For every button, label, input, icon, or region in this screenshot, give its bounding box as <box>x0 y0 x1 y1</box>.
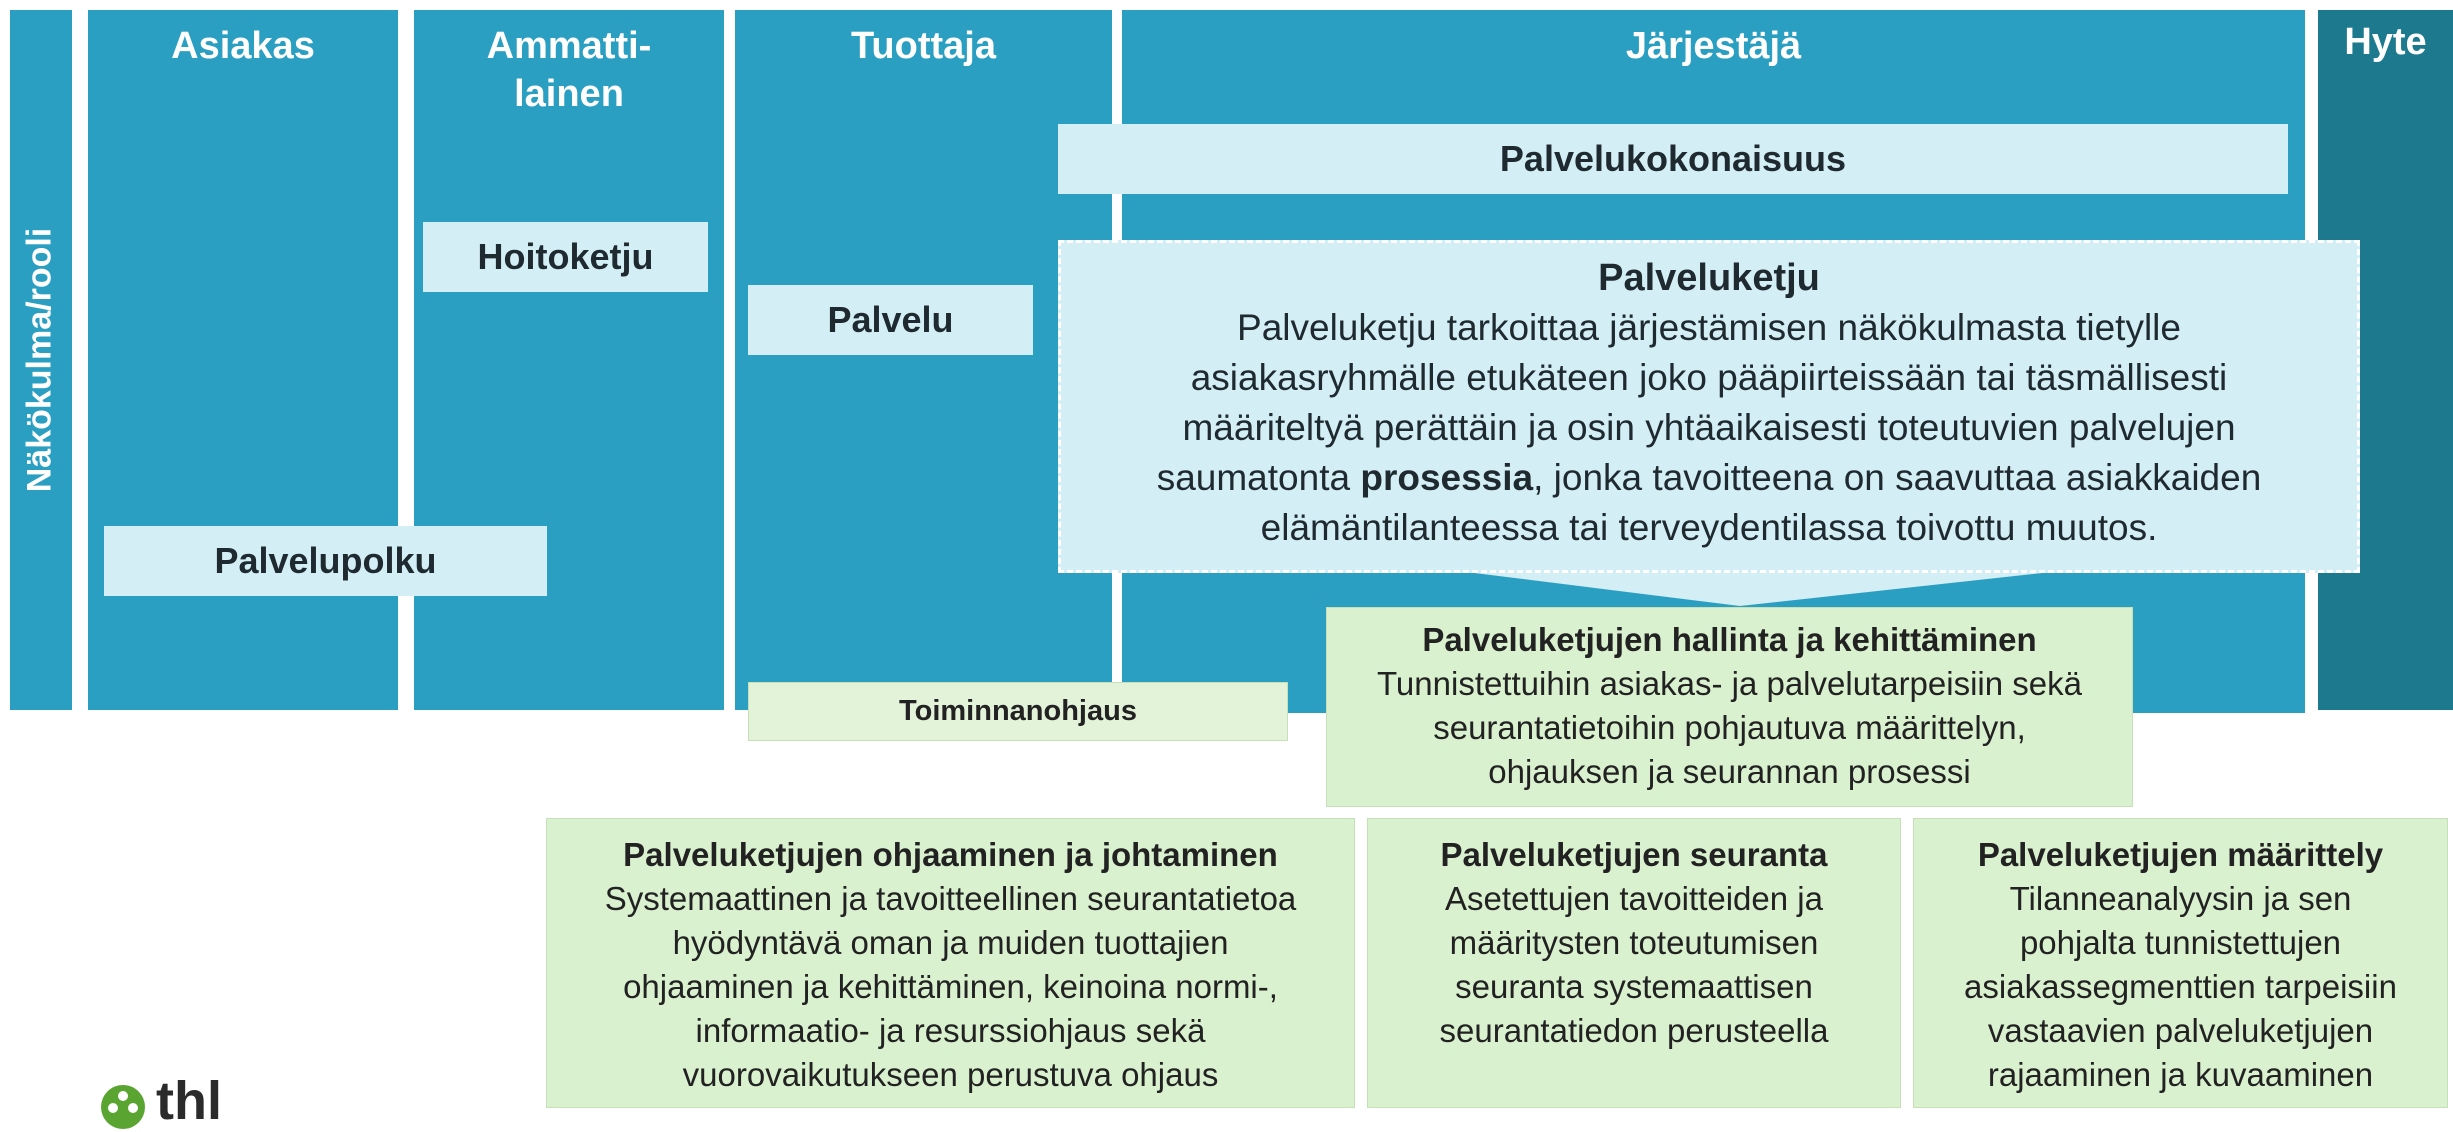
hallinta-line: seurantatietoihin pohjautuva määrittelyn… <box>1433 709 2026 746</box>
definition-line: määriteltyä perättäin ja osin yhtäaikais… <box>1182 407 2236 448</box>
column-ammattilainen-header-line2: lainen <box>514 73 624 115</box>
maarittely-line: rajaaminen ja kuvaaminen <box>1987 1056 2374 1093</box>
thl-logo-mark-icon <box>101 1085 145 1129</box>
maarittely-line: vastaavien palveluketjujen <box>1987 1012 2374 1049</box>
hallinta-line: Tunnistettuihin asiakas- ja palvelutarpe… <box>1377 665 2082 702</box>
thl-logo-text: thl <box>156 1071 222 1131</box>
palveluketju-definition-text: Palveluketju tarkoittaa järjestämisen nä… <box>1061 303 2357 553</box>
definition-emphasis: prosessia <box>1360 457 1534 498</box>
seuranta-line: seuranta systemaattisen <box>1455 968 1813 1005</box>
column-ammattilainen-header-line1: Ammatti- <box>486 25 652 67</box>
palvelu-box: Palvelu <box>748 285 1033 355</box>
hallinta-line: ohjauksen ja seurannan prosessi <box>1488 753 1971 790</box>
hallinta-box: Palveluketjujen hallinta ja kehittäminen… <box>1326 607 2133 807</box>
hallinta-title: Palveluketjujen hallinta ja kehittäminen <box>1422 621 2037 658</box>
ohjaaminen-line: ohjaaminen ja kehittäminen, keinoina nor… <box>623 968 1278 1005</box>
column-hyte-header: Hyte <box>2344 21 2427 63</box>
column-tuottaja: Tuottaja <box>735 10 1112 710</box>
maarittely-line: Tilanneanalyysin ja sen <box>2009 880 2352 917</box>
column-tuottaja-header: Tuottaja <box>851 25 996 67</box>
toiminnanohjaus-box: Toiminnanohjaus <box>748 682 1288 741</box>
maarittely-title: Palveluketjujen määrittely <box>1977 836 2384 873</box>
palveluketju-title: Palveluketju <box>1598 257 1820 299</box>
palvelupolku-label: Palvelupolku <box>214 540 437 581</box>
role-label: Näkökulma/rooli <box>20 227 59 493</box>
seuranta-line: Asetettujen tavoitteiden ja <box>1445 880 1823 917</box>
ohjaaminen-box: Palveluketjujen ohjaaminen ja johtaminen… <box>546 818 1355 1108</box>
palveluketju-definition-box: Palveluketju Palveluketju tarkoittaa jär… <box>1058 240 2360 573</box>
definition-line: Palveluketju tarkoittaa järjestämisen nä… <box>1237 307 2181 348</box>
palvelukokonaisuus-box: Palvelukokonaisuus <box>1058 124 2288 194</box>
column-jarjestaja-header: Järjestäjä <box>1625 25 1802 67</box>
definition-line4-pre: saumatonta <box>1156 457 1361 498</box>
column-asiakas: Asiakas <box>88 10 398 710</box>
seuranta-title: Palveluketjujen seuranta <box>1440 836 1828 873</box>
seuranta-line: seurantatiedon perusteella <box>1439 1012 1829 1049</box>
ohjaaminen-title: Palveluketjujen ohjaaminen ja johtaminen <box>623 836 1278 873</box>
ohjaaminen-line: informaatio- ja resurssiohjaus sekä <box>695 1012 1206 1049</box>
column-ammattilainen-header: Ammatti- lainen <box>414 22 724 118</box>
maarittely-box: Palveluketjujen määrittely Tilanneanalyy… <box>1913 818 2448 1108</box>
ohjaaminen-line: vuorovaikutukseen perustuva ohjaus <box>682 1056 1219 1093</box>
seuranta-box: Palveluketjujen seuranta Asetettujen tav… <box>1367 818 1901 1108</box>
ohjaaminen-line: hyödyntävä oman ja muiden tuottajien <box>672 924 1229 961</box>
ohjaaminen-line: Systemaattinen ja tavoitteellinen seuran… <box>604 880 1297 917</box>
maarittely-line: asiakassegmenttien tarpeisiin <box>1964 968 2397 1005</box>
hoitoketju-box: Hoitoketju <box>423 222 708 292</box>
definition-line: asiakasryhmälle etukäteen joko pääpiirte… <box>1190 357 2228 398</box>
definition-line: saumatonta prosessia, jonka tavoitteena … <box>1061 453 2357 503</box>
definition-line4-post: , jonka tavoitteena on saavuttaa asiakka… <box>1533 457 2262 498</box>
definition-line: elämäntilanteessa tai terveydentilassa t… <box>1260 507 2158 548</box>
toiminnanohjaus-label: Toiminnanohjaus <box>899 695 1137 727</box>
palvelupolku-box: Palvelupolku <box>104 526 547 596</box>
maarittely-line: pohjalta tunnistettujen <box>2019 924 2342 961</box>
seuranta-line: määritysten toteutumisen <box>1449 924 1819 961</box>
column-ammattilainen: Ammatti- lainen <box>414 10 724 710</box>
callout-pointer-shape <box>1450 570 2070 606</box>
column-asiakas-header: Asiakas <box>171 25 315 67</box>
palvelukokonaisuus-label: Palvelukokonaisuus <box>1499 138 1847 179</box>
hoitoketju-label: Hoitoketju <box>477 236 654 277</box>
role-label-column <box>10 10 72 710</box>
palvelu-label: Palvelu <box>827 299 954 340</box>
column-hyte: Hyte <box>2318 10 2453 710</box>
callout-pointer <box>1450 570 2070 606</box>
